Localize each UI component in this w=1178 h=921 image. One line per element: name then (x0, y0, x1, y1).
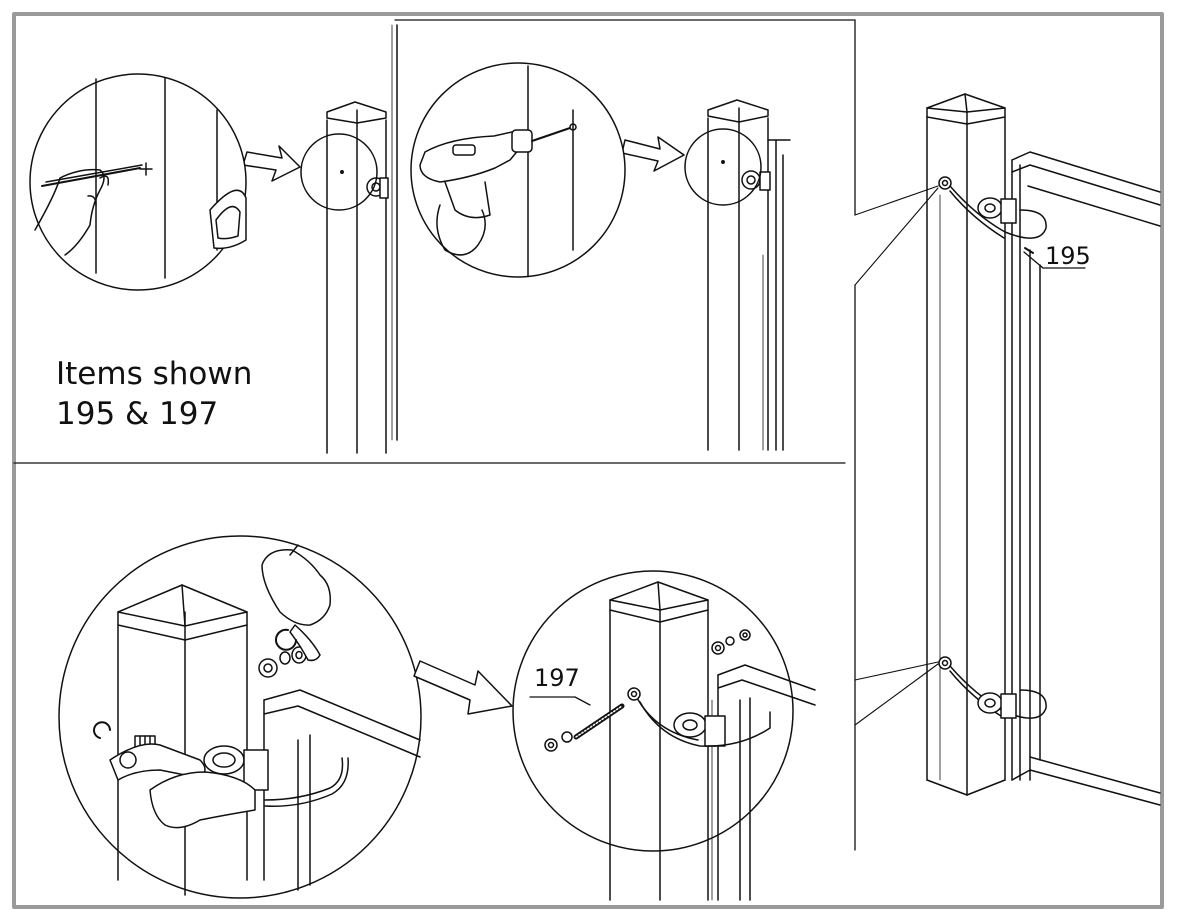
hinge-upper (938, 176, 1086, 269)
post-step2 (707, 99, 791, 451)
drill-target-circle (684, 128, 762, 206)
callout-195: 195 (1045, 242, 1091, 270)
hinge-step2 (741, 170, 771, 191)
arrow-step2 (621, 136, 685, 172)
overview-panel (854, 93, 1161, 806)
post-step1 (326, 24, 398, 454)
magnified-tighten-view (58, 535, 422, 899)
hand-with-pencil (34, 164, 143, 256)
outer-frame (12, 12, 1164, 909)
panel-separators (13, 19, 856, 851)
step-drill-panel (410, 62, 791, 451)
items-shown-caption: Items shown 195 & 197 (56, 354, 252, 434)
hinge-lower (938, 656, 1047, 719)
items-shown-line1: Items shown (56, 356, 253, 392)
step-tighten-panel (58, 535, 513, 899)
callout-197: 197 (534, 664, 580, 692)
threaded-stud-197 (573, 703, 625, 740)
magnified-drill-view (410, 62, 626, 278)
items-shown-line2: 195 & 197 (56, 396, 219, 432)
arrow-step4 (413, 660, 513, 715)
mark-target-circle (300, 133, 378, 211)
step-mark-panel (29, 24, 398, 454)
gate-overview (1011, 151, 1161, 806)
arrow-step1 (242, 145, 301, 182)
step-assembly-panel (512, 570, 816, 901)
magnified-mark-view (29, 73, 247, 291)
magnified-assembly-view (512, 570, 816, 901)
